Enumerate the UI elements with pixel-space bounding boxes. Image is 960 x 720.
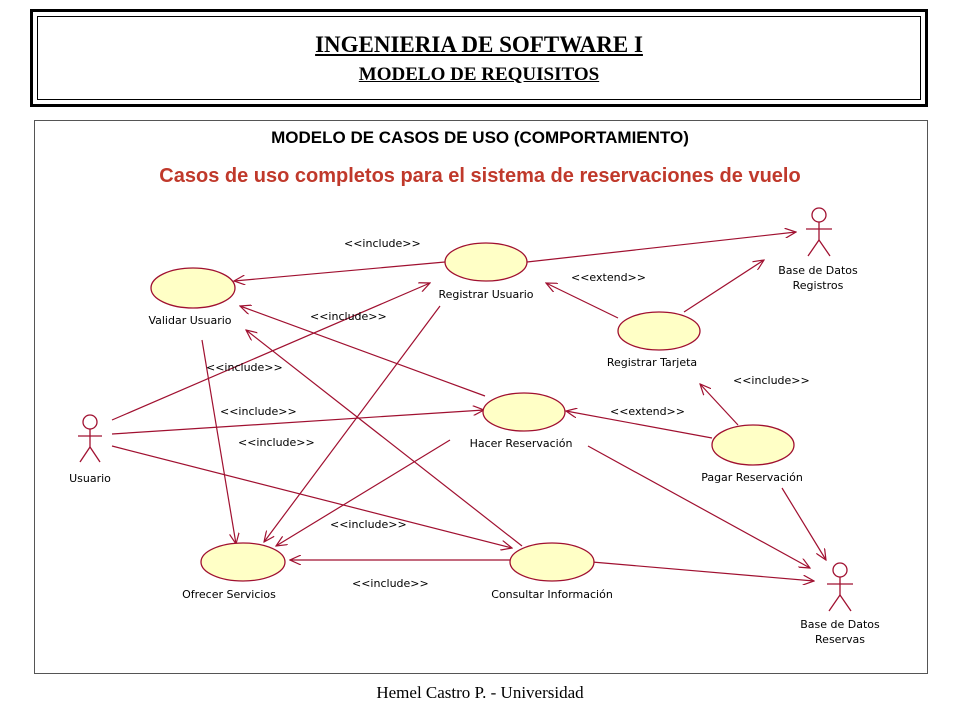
- usecase-labels: Validar Usuario Registrar Usuario Regist…: [148, 288, 802, 601]
- relation-usuario-to-hacer: [111, 410, 484, 435]
- relation-usuario-to-consultar: [111, 445, 512, 548]
- usecase-label-validar-usuario: Validar Usuario: [148, 314, 231, 327]
- actor-bd-reservas-leg-left: [828, 594, 841, 612]
- relation-hacer-to-validar: [240, 306, 486, 397]
- actor-usuario-head: [82, 414, 98, 430]
- relation-tarjeta-to-registrar: [546, 283, 619, 319]
- relation-pagar-to-hacer: [566, 411, 713, 439]
- relation-registrar-to-bd-registros: [526, 232, 796, 263]
- content-box: [34, 120, 928, 674]
- usecase-validar-usuario[interactable]: [150, 267, 236, 309]
- actor-bd-reservas-label-line2: Reservas: [815, 633, 865, 646]
- usecase-consultar-informacion[interactable]: [509, 542, 595, 582]
- relation-registrar-to-ofrecer: [264, 305, 441, 542]
- include-label-usuario-hacer: <<include>>: [220, 405, 297, 418]
- header-subtitle: MODELO DE REQUISITOS: [358, 64, 600, 85]
- include-label-registrar-validar: <<include>>: [344, 237, 421, 250]
- include-label-validar-ofrecer: <<include>>: [206, 361, 283, 374]
- header-title: INGENIERIA DE SOFTWARE I: [315, 32, 643, 57]
- actor-usuario[interactable]: [78, 414, 102, 463]
- actor-bd-registros-leg-right: [818, 239, 831, 257]
- usecase-label-registrar-usuario: Registrar Usuario: [438, 288, 533, 301]
- use-cases: [150, 242, 795, 582]
- actor-bd-registros-label-line1: Base de Datos: [778, 264, 858, 277]
- relation-hacer-to-ofrecer: [276, 439, 451, 546]
- relation-pagar-to-bd-reservas: [781, 487, 826, 560]
- actor-bd-reservas-head: [832, 562, 848, 578]
- actor-bd-reservas[interactable]: [827, 562, 853, 612]
- header-box: INGENIERIA DE SOFTWARE I MODELO DE REQUI…: [30, 9, 928, 107]
- actor-usuario-leg-right: [89, 446, 101, 463]
- header-inner-frame: [37, 16, 921, 100]
- actor-bd-registros-head: [811, 207, 827, 223]
- extend-label-pagar-hacer: <<extend>>: [610, 405, 685, 418]
- relation-registrar-to-validar: [234, 261, 446, 281]
- usecase-registrar-usuario[interactable]: [444, 242, 528, 282]
- relation-usuario-to-registrar: [111, 283, 430, 421]
- include-label-consultar-ofrecer: <<include>>: [352, 577, 429, 590]
- actor-bd-reservas-label-line1: Base de Datos: [800, 618, 880, 631]
- actor-bd-reservas-leg-right: [839, 594, 852, 612]
- relation-consultar-to-bd-reservas: [591, 561, 814, 581]
- relation-validar-to-ofrecer: [201, 339, 236, 544]
- extend-label-tarjeta-registrar: <<extend>>: [571, 271, 646, 284]
- relations: [111, 232, 826, 581]
- relation-hacer-to-bd-reservas: [587, 445, 810, 568]
- footer-text: Hemel Castro P. - Universidad: [376, 683, 584, 702]
- include-label-hacer-validar: <<include>>: [310, 310, 387, 323]
- usecase-registrar-tarjeta[interactable]: [617, 311, 701, 351]
- section-title: MODELO DE CASOS DE USO (COMPORTAMIENTO): [271, 128, 689, 147]
- include-label-pagar-tarjeta: <<include>>: [733, 374, 810, 387]
- include-label-usuario-consultar: <<include>>: [238, 436, 315, 449]
- relation-consultar-to-validar: [246, 330, 523, 547]
- usecase-ofrecer-servicios[interactable]: [200, 542, 286, 582]
- usecase-label-consultar-informacion: Consultar Información: [491, 588, 613, 601]
- usecase-label-pagar-reservacion: Pagar Reservación: [701, 471, 803, 484]
- usecase-hacer-reservacion[interactable]: [482, 392, 566, 432]
- actor-bd-registros[interactable]: [806, 207, 832, 257]
- actor-usuario-leg-left: [79, 446, 91, 463]
- actor-bd-registros-leg-left: [807, 239, 820, 257]
- stereotype-labels: <<include>> <<extend>> <<include>> <<inc…: [206, 237, 810, 590]
- usecase-label-registrar-tarjeta: Registrar Tarjeta: [607, 356, 697, 369]
- usecase-label-ofrecer-servicios: Ofrecer Servicios: [182, 588, 276, 601]
- section-subtitle: Casos de uso completos para el sistema d…: [159, 165, 801, 187]
- actor-bd-registros-label-line2: Registros: [793, 279, 844, 292]
- actor-usuario-label: Usuario: [69, 472, 111, 485]
- include-label-hacer-ofrecer: <<include>>: [330, 518, 407, 531]
- relation-pagar-to-tarjeta: [700, 384, 739, 426]
- relation-tarjeta-to-bd-registros: [683, 260, 764, 313]
- usecase-pagar-reservacion[interactable]: [711, 424, 795, 466]
- usecase-label-hacer-reservacion: Hacer Reservación: [470, 437, 573, 450]
